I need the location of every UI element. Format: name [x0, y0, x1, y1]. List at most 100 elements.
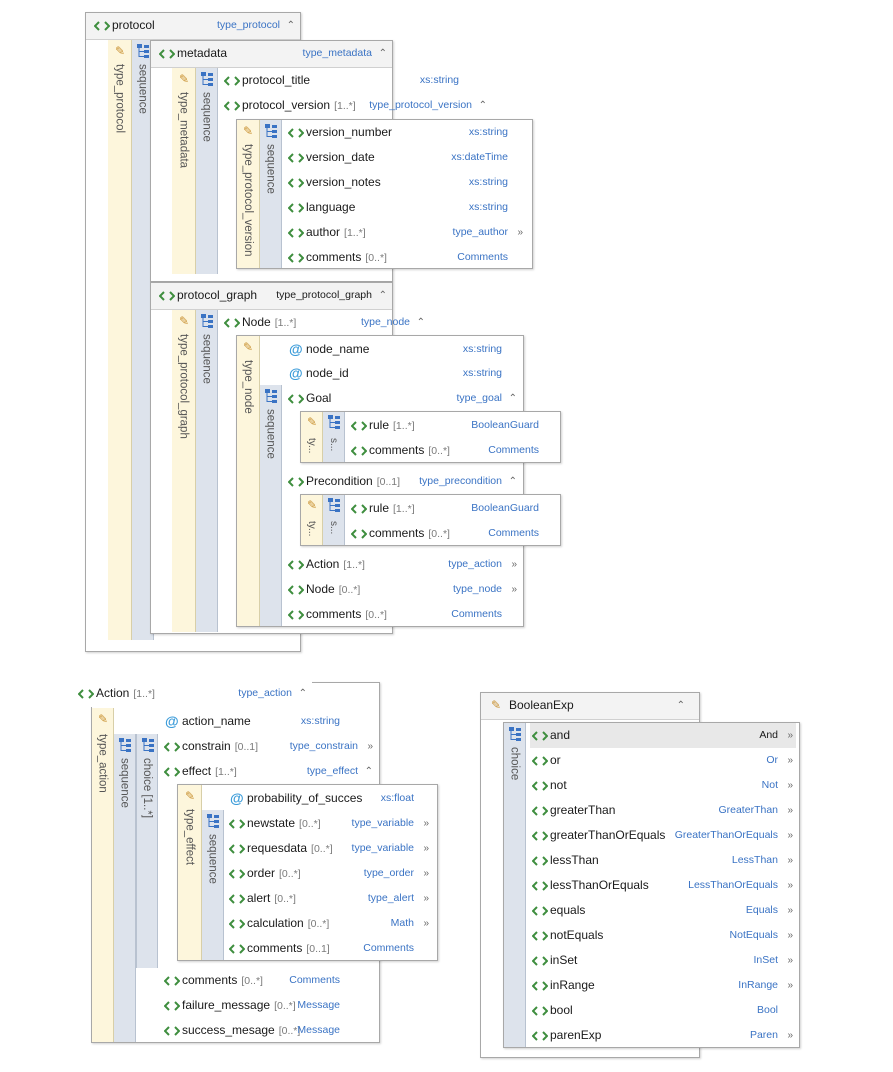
- attribute-row[interactable]: @ action_name xs:string: [162, 709, 358, 734]
- collapse-icon[interactable]: ⌃: [676, 700, 685, 711]
- element-type[interactable]: Paren: [749, 1029, 778, 1041]
- element-row[interactable]: constrain[0..1] type_constrain »: [162, 734, 376, 759]
- element-row[interactable]: Node[1..*] type_node ⌃: [222, 310, 428, 335]
- element-type[interactable]: type_action: [238, 687, 292, 699]
- expand-icon[interactable]: »: [517, 227, 523, 238]
- element-type[interactable]: NotEquals: [729, 929, 778, 941]
- element-row[interactable]: comments[0..*]Comments: [286, 602, 520, 627]
- expand-icon[interactable]: »: [423, 918, 429, 929]
- element-type[interactable]: type_author: [452, 226, 508, 238]
- expand-icon[interactable]: »: [423, 843, 429, 854]
- expand-icon[interactable]: »: [787, 930, 793, 941]
- collapse-icon[interactable]: ⌃: [508, 393, 517, 404]
- element-row[interactable]: author[1..*]type_author»: [286, 220, 526, 245]
- element-type[interactable]: GreaterThan: [718, 804, 778, 816]
- element-type[interactable]: Message: [297, 1024, 340, 1036]
- element-type[interactable]: type_constrain: [289, 740, 358, 752]
- collapse-icon[interactable]: ⌃: [378, 290, 387, 301]
- booleanexp-header[interactable]: ✎ BooleanExp ⌃: [481, 693, 699, 720]
- expand-icon[interactable]: »: [511, 584, 517, 595]
- element-row[interactable]: comments[0..*]Comments: [349, 521, 557, 546]
- expand-icon[interactable]: »: [511, 559, 517, 570]
- metadata-header[interactable]: metadata type_metadata ⌃: [151, 41, 392, 68]
- attribute-type[interactable]: xs:float: [380, 792, 414, 804]
- element-type[interactable]: type_node: [360, 316, 410, 328]
- element-type[interactable]: Comments: [363, 942, 414, 954]
- element-row[interactable]: comments[0..1]Comments: [227, 936, 432, 961]
- element-row[interactable]: newstate[0..*]type_variable»: [227, 811, 432, 836]
- expand-icon[interactable]: »: [787, 955, 793, 966]
- element-row[interactable]: rule[1..*]BooleanGuard: [349, 496, 557, 521]
- action-header[interactable]: Action[1..*] type_action ⌃: [72, 681, 312, 707]
- element-type[interactable]: Message: [297, 999, 340, 1011]
- element-type[interactable]: Bool: [756, 1004, 778, 1016]
- element-type[interactable]: And: [759, 729, 778, 741]
- element-type[interactable]: type_node: [452, 583, 502, 595]
- element-row[interactable]: Node[0..*]type_node»: [286, 577, 520, 602]
- element-type[interactable]: type_precondition: [419, 475, 502, 487]
- element-type[interactable]: type_order: [363, 867, 414, 879]
- element-type[interactable]: GreaterThanOrEquals: [674, 829, 778, 841]
- element-type[interactable]: type_protocol: [216, 19, 280, 31]
- element-type[interactable]: xs:string: [468, 176, 508, 188]
- attribute-row[interactable]: @ probability_of_succes xs:float: [227, 786, 432, 811]
- collapse-icon[interactable]: ⌃: [478, 100, 487, 111]
- collapse-icon[interactable]: ⌃: [298, 688, 307, 699]
- element-type[interactable]: type_protocol_version: [369, 99, 472, 111]
- element-type[interactable]: type_variable: [351, 842, 414, 854]
- collapse-icon[interactable]: ⌃: [364, 766, 373, 777]
- element-row[interactable]: comments[0..*]Comments: [162, 968, 358, 993]
- element-row[interactable]: protocol_title xs:string: [222, 68, 477, 93]
- element-type[interactable]: BooleanGuard: [471, 419, 539, 431]
- element-type[interactable]: type_goal: [456, 392, 502, 404]
- element-type[interactable]: type_variable: [351, 817, 414, 829]
- collapse-icon[interactable]: ⌃: [508, 476, 517, 487]
- element-type[interactable]: type_action: [448, 558, 502, 570]
- element-type[interactable]: Math: [390, 917, 414, 929]
- collapse-icon[interactable]: ⌃: [286, 20, 295, 31]
- attribute-type[interactable]: xs:string: [462, 367, 502, 379]
- element-type[interactable]: InRange: [738, 979, 778, 991]
- collapse-icon[interactable]: ⌃: [378, 48, 387, 59]
- expand-icon[interactable]: »: [423, 868, 429, 879]
- element-row[interactable]: success_mesage[0..*]Message: [162, 1018, 358, 1043]
- element-row[interactable]: Precondition[0..1] type_precondition ⌃: [286, 469, 520, 494]
- expand-icon[interactable]: »: [787, 855, 793, 866]
- element-type[interactable]: Not: [761, 779, 778, 791]
- expand-icon[interactable]: »: [423, 818, 429, 829]
- expand-icon[interactable]: »: [423, 893, 429, 904]
- expand-icon[interactable]: »: [787, 980, 793, 991]
- element-row[interactable]: comments[0..*]Comments: [286, 245, 526, 270]
- element-type[interactable]: Or: [766, 754, 778, 766]
- expand-icon[interactable]: »: [787, 755, 793, 766]
- expand-icon[interactable]: »: [787, 730, 793, 741]
- expand-icon[interactable]: »: [787, 1030, 793, 1041]
- element-row[interactable]: requesdata[0..*]type_variable»: [227, 836, 432, 861]
- element-type[interactable]: type_protocol_graph: [276, 289, 372, 301]
- element-type[interactable]: xs:string: [468, 201, 508, 213]
- element-type[interactable]: type_alert: [367, 892, 414, 904]
- element-type[interactable]: xs:string: [468, 126, 508, 138]
- element-type[interactable]: xs:dateTime: [451, 151, 508, 163]
- element-row[interactable]: Goal type_goal ⌃: [286, 386, 520, 411]
- collapse-icon[interactable]: ⌃: [416, 317, 425, 328]
- element-type[interactable]: Comments: [451, 608, 502, 620]
- element-type[interactable]: LessThan: [731, 854, 778, 866]
- expand-icon[interactable]: »: [787, 780, 793, 791]
- element-row[interactable]: order[0..*]type_order»: [227, 861, 432, 886]
- protocol-header[interactable]: protocol type_protocol ⌃: [86, 13, 300, 40]
- element-type[interactable]: type_effect: [306, 765, 358, 777]
